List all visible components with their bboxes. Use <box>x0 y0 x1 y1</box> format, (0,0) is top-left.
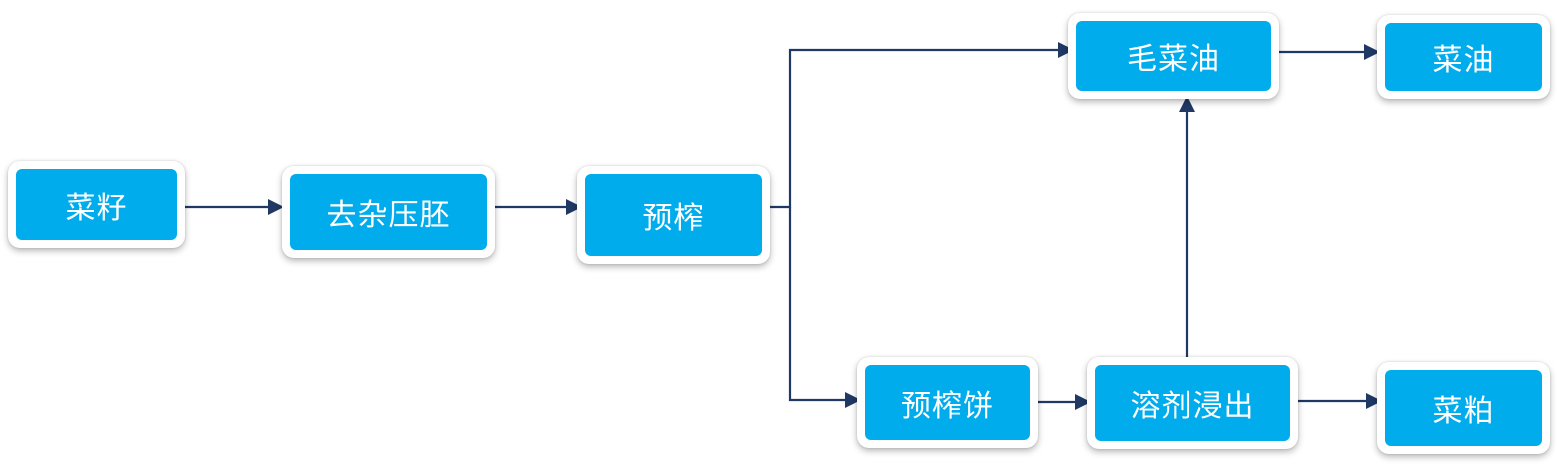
node-prepressing-label: 预榨 <box>585 174 762 256</box>
arrowhead-crude-oil <box>1058 42 1074 58</box>
node-crude-oil-label: 毛菜油 <box>1076 21 1271 91</box>
node-cleaning-flaking: 去杂压胚 <box>282 166 495 258</box>
arrowhead-rapeseed-oil <box>1364 44 1380 60</box>
node-rapeseed-label: 菜籽 <box>16 169 177 240</box>
edge-prepressing-to-crude-oil <box>767 48 1058 209</box>
arrowhead-extraction <box>1075 394 1091 410</box>
arrowhead-cleaning <box>268 199 284 215</box>
arrowhead-cake <box>845 392 861 408</box>
node-rapeseed-oil: 菜油 <box>1377 15 1550 99</box>
node-rapeseed-meal-label: 菜粕 <box>1385 370 1542 446</box>
edge-prepressing-to-cake <box>788 207 845 402</box>
node-solvent-extraction-label: 溶剂浸出 <box>1095 365 1290 441</box>
node-solvent-extraction: 溶剂浸出 <box>1087 357 1298 449</box>
node-prepressing: 预榨 <box>577 166 770 264</box>
node-crude-oil: 毛菜油 <box>1068 13 1279 99</box>
arrowhead-meal <box>1366 393 1382 409</box>
node-rapeseed-oil-label: 菜油 <box>1385 23 1542 91</box>
arrowhead-crude-oil-up <box>1179 96 1195 112</box>
node-prepressed-cake: 预榨饼 <box>857 357 1038 448</box>
node-prepressed-cake-label: 预榨饼 <box>865 365 1030 440</box>
node-cleaning-flaking-label: 去杂压胚 <box>290 174 487 250</box>
node-rapeseed: 菜籽 <box>8 161 185 248</box>
node-rapeseed-meal: 菜粕 <box>1377 362 1550 454</box>
arrowhead-prepressing <box>566 199 582 215</box>
